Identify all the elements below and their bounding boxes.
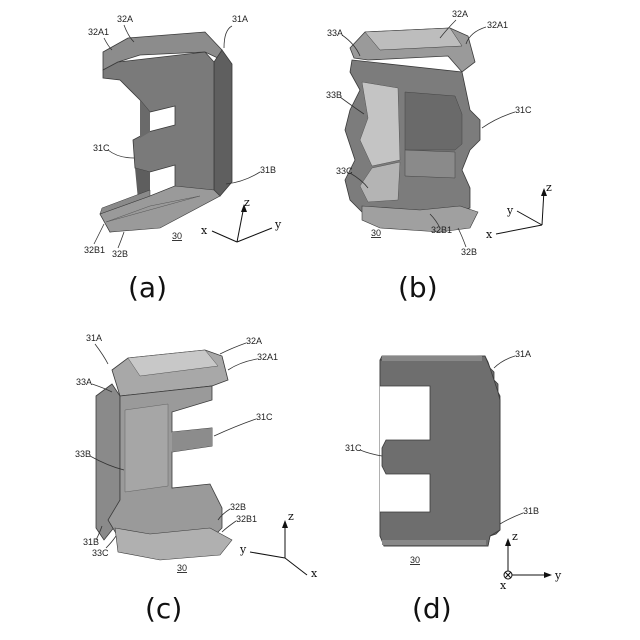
axes-d: z y x bbox=[500, 530, 562, 592]
panel-b: 32A 32A1 33A 33B 31C 33C 32B1 32B 30 z y… bbox=[326, 9, 552, 304]
label-a-32B1: 32B1 bbox=[84, 245, 105, 255]
axis-label-a-x: x bbox=[201, 224, 208, 237]
label-c-32B1: 32B1 bbox=[236, 514, 257, 524]
axis-label-d-z: z bbox=[512, 530, 518, 543]
axis-label-c-z: z bbox=[288, 510, 294, 523]
axis-label-b-y: y bbox=[506, 204, 514, 217]
ref-number-b: 30 bbox=[371, 228, 381, 238]
label-d-31C: 31C bbox=[345, 443, 362, 453]
label-b-32B: 32B bbox=[461, 247, 477, 257]
label-b-32B1: 32B1 bbox=[431, 225, 452, 235]
label-c-33B: 33B bbox=[75, 449, 91, 459]
label-a-32B: 32B bbox=[112, 249, 128, 259]
axis-label-c-x: x bbox=[311, 567, 318, 580]
label-b-31C: 31C bbox=[515, 105, 532, 115]
label-c-31C: 31C bbox=[256, 412, 273, 422]
label-a-31C: 31C bbox=[93, 143, 110, 153]
axis-label-c-y: y bbox=[239, 543, 247, 556]
label-a-32A1: 32A1 bbox=[88, 27, 109, 37]
axes-b: z y x bbox=[486, 181, 552, 241]
axis-label-a-y: y bbox=[274, 218, 282, 231]
panel-c: 31A 32A 32A1 33A 31C 33B 32B 32B1 31B 33… bbox=[75, 333, 318, 625]
caption-c: (c) bbox=[145, 592, 182, 625]
label-b-33B: 33B bbox=[326, 90, 342, 100]
label-d-31A: 31A bbox=[515, 349, 531, 359]
label-b-32A1: 32A1 bbox=[487, 20, 508, 30]
panel-d: 31A 31C 31B 30 z y x (d) bbox=[345, 349, 562, 625]
part-30-inner-view-c bbox=[96, 350, 232, 560]
label-d-31B: 31B bbox=[523, 506, 539, 516]
caption-b: (b) bbox=[398, 271, 438, 304]
label-a-32A: 32A bbox=[117, 14, 133, 24]
axes-a: z x y bbox=[201, 196, 282, 242]
caption-d: (d) bbox=[412, 592, 452, 625]
label-a-31B: 31B bbox=[260, 165, 276, 175]
axis-label-a-z: z bbox=[244, 196, 250, 209]
label-a-31A: 31A bbox=[232, 14, 248, 24]
part-30-inner-view-b bbox=[345, 28, 480, 232]
ref-number-c: 30 bbox=[177, 563, 187, 573]
caption-a: (a) bbox=[128, 271, 167, 304]
axis-label-b-z: z bbox=[546, 181, 552, 194]
label-c-32A: 32A bbox=[246, 336, 262, 346]
label-b-33A: 33A bbox=[327, 28, 343, 38]
label-c-32B: 32B bbox=[230, 502, 246, 512]
label-c-32A1: 32A1 bbox=[257, 352, 278, 362]
ref-number-a: 30 bbox=[172, 231, 182, 241]
axis-label-d-y: y bbox=[554, 569, 562, 582]
panel-a: 32A1 32A 31A 31C 31B 32B1 32B 30 z x y (… bbox=[84, 14, 282, 304]
part-30-perspective-a bbox=[100, 32, 232, 232]
label-c-33A: 33A bbox=[76, 377, 92, 387]
label-b-32A: 32A bbox=[452, 9, 468, 19]
ref-number-d: 30 bbox=[410, 555, 420, 565]
label-c-33C: 33C bbox=[92, 548, 109, 558]
axis-label-b-x: x bbox=[486, 228, 493, 241]
axis-label-d-x: x bbox=[500, 579, 507, 592]
label-b-33C: 33C bbox=[336, 166, 353, 176]
label-c-31A: 31A bbox=[86, 333, 102, 343]
part-30-side-view-d bbox=[380, 356, 500, 546]
